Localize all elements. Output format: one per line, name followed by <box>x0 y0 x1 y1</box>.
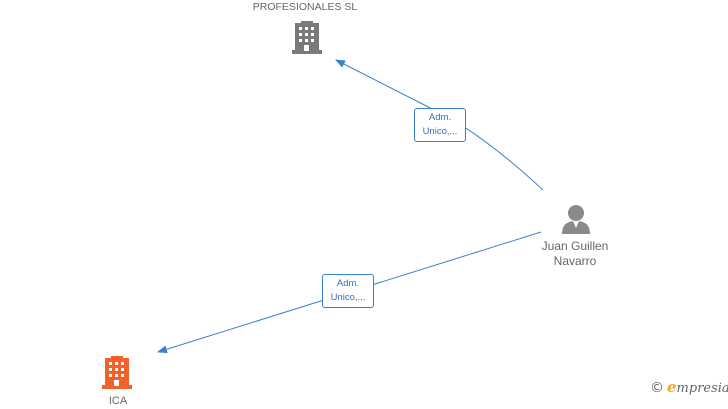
edge-label-role: Adm. <box>428 112 452 123</box>
edge-label-role-detail: Unico,... <box>330 292 366 303</box>
brand-name-rest: mpresia <box>676 381 728 396</box>
copyright-symbol: © <box>650 380 664 396</box>
empresia-logo[interactable]: ©empresia <box>650 378 728 400</box>
edge-label-top[interactable]: Adm. Unico,... <box>414 108 466 142</box>
relationship-graph <box>102 21 590 389</box>
company-bottom-label[interactable]: ICA <box>108 395 128 407</box>
edge-label-bottom[interactable]: Adm. Unico,... <box>322 274 374 308</box>
person-first-name: Juan Guillen <box>541 239 609 253</box>
edge-label-role-detail: Unico,... <box>422 126 458 137</box>
person-label[interactable]: Juan Guillen Navarro <box>520 239 630 269</box>
person-last-name: Navarro <box>553 254 597 268</box>
company-top-label[interactable]: PROFESIONALES SL <box>252 1 358 13</box>
edge-label-role: Adm. <box>336 278 360 289</box>
person-icon[interactable] <box>562 205 590 234</box>
building-icon[interactable] <box>292 21 322 54</box>
brand-first-letter: e <box>667 378 677 396</box>
building-icon-highlighted[interactable] <box>102 356 132 389</box>
